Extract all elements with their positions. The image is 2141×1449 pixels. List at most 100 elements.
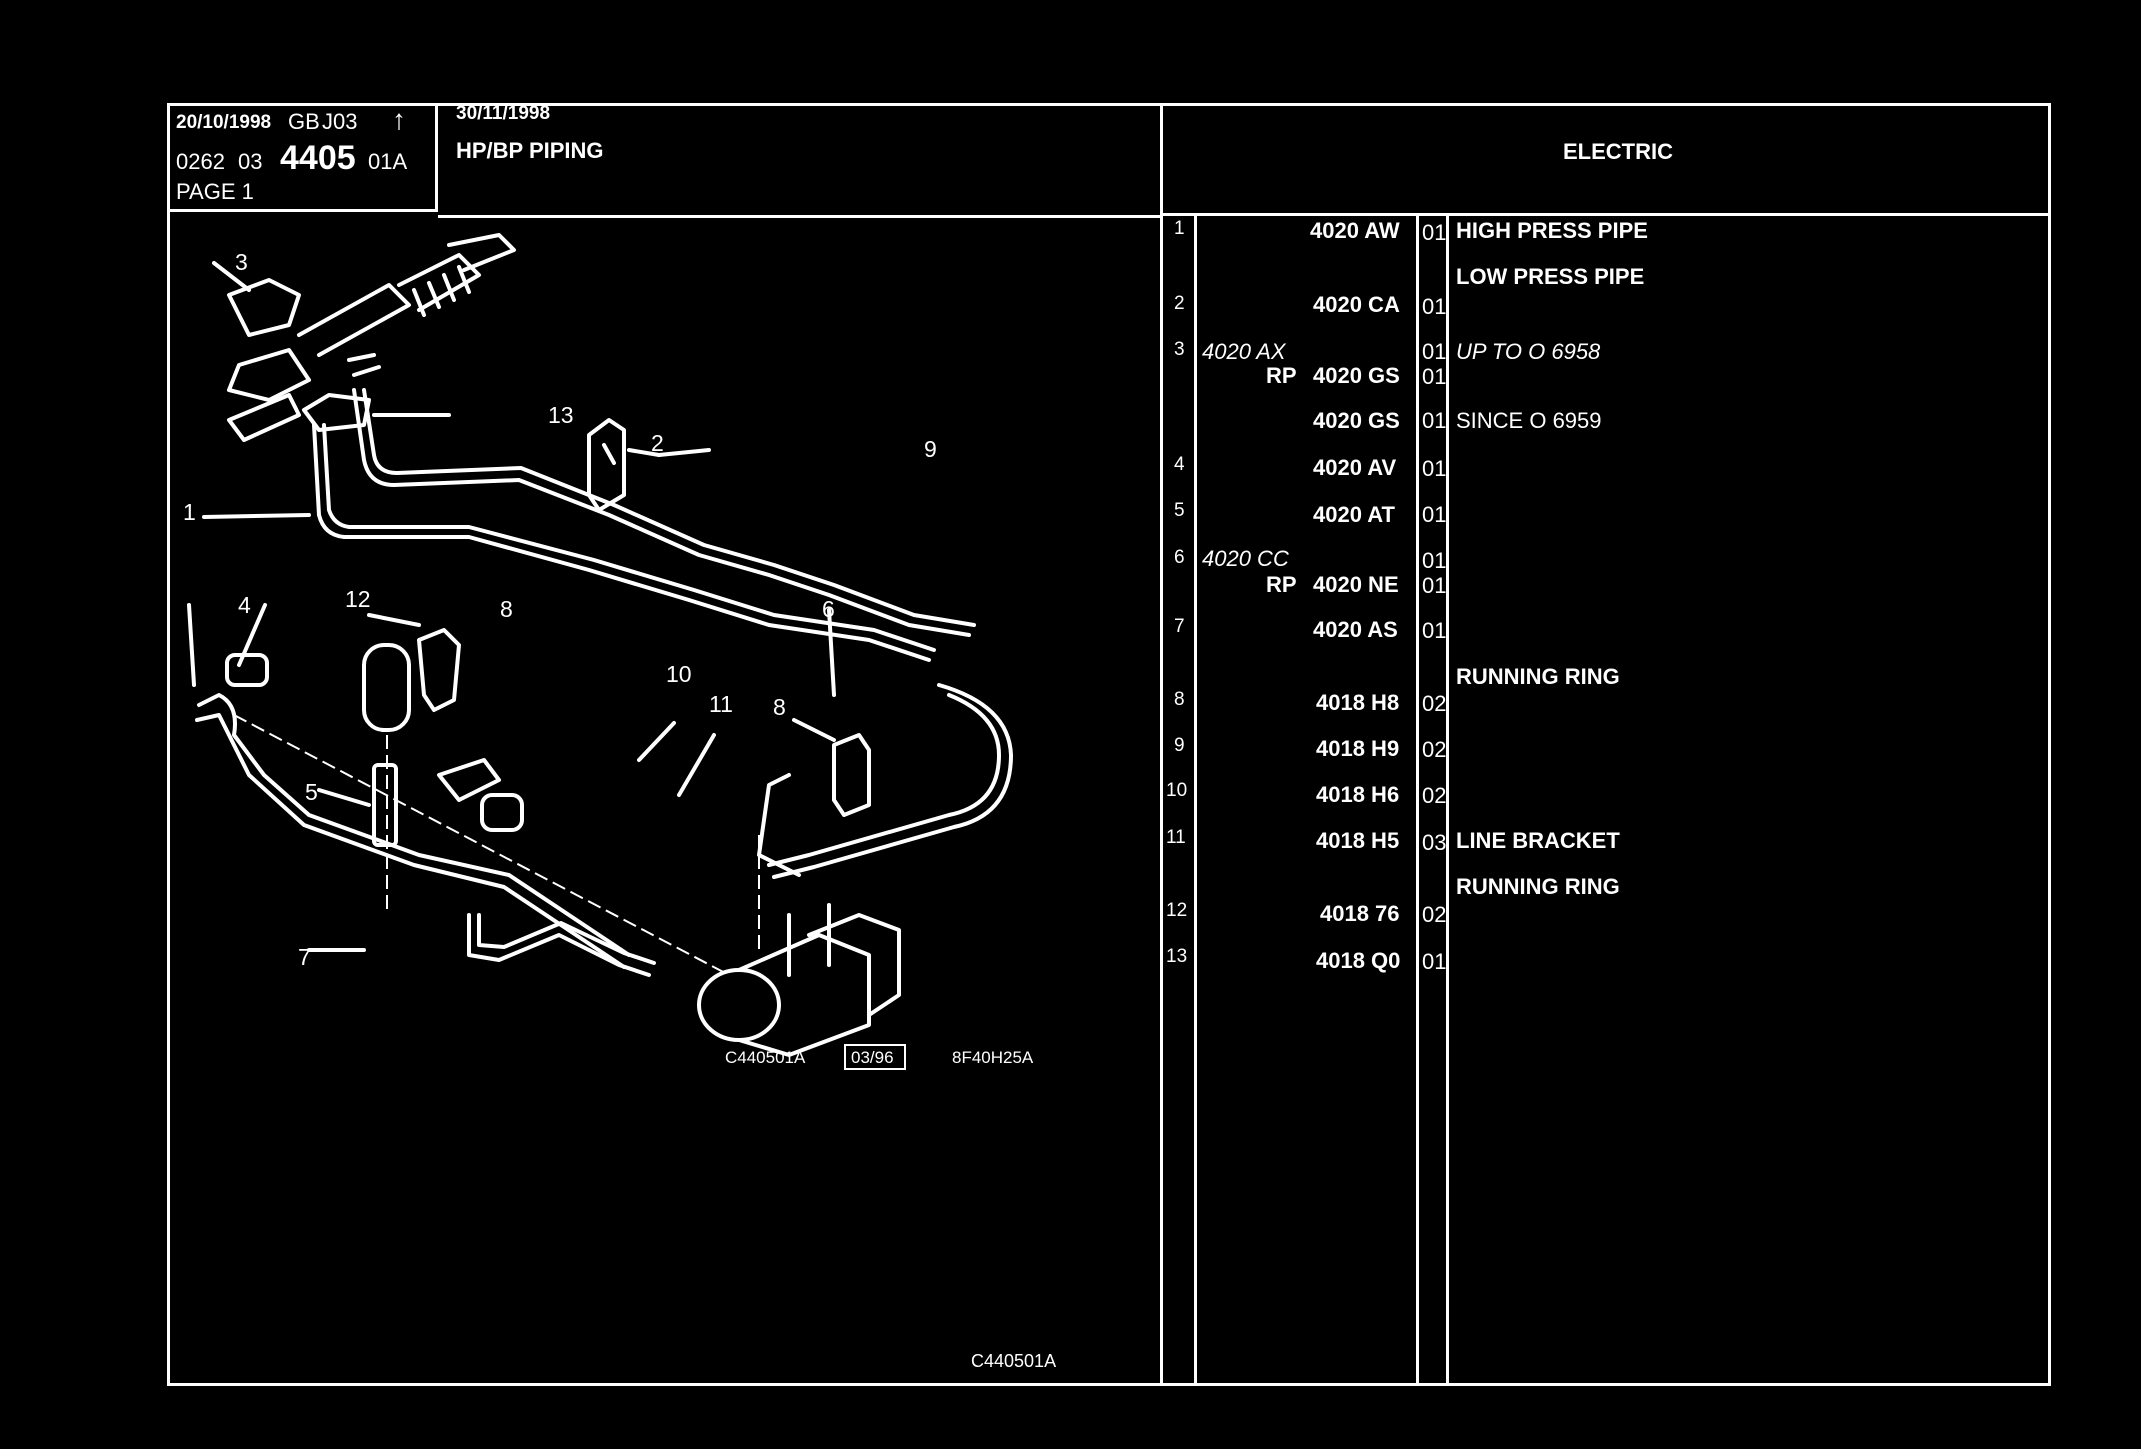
divider-col-number — [1194, 214, 1197, 1386]
date-issued: 20/10/1998 — [176, 112, 272, 133]
part-qty: 01 — [1422, 618, 1447, 643]
ref-prefix: 0262 — [176, 149, 225, 174]
divider-col-ref — [1416, 214, 1419, 1386]
part-number: 2 — [1174, 293, 1185, 314]
part-desc: RUNNING RING — [1456, 664, 1620, 689]
callout-9: 9 — [924, 436, 937, 462]
part-desc: HIGH PRESS PIPE — [1456, 218, 1648, 243]
part-number: 11 — [1166, 827, 1186, 848]
pipe-7-drawing — [467, 913, 651, 977]
part-ref: 4018 Q0 — [1316, 948, 1401, 973]
part-ref: 4020 AV — [1313, 455, 1397, 480]
part-desc: SINCE O 6959 — [1456, 408, 1602, 433]
diagram-footer-code: C440501A — [971, 1351, 1056, 1371]
callout-5: 5 — [305, 779, 318, 805]
ring-11-drawing — [480, 793, 524, 832]
part-ref: 4020 AT — [1313, 502, 1395, 527]
diagram-caption-ref: 8F40H25A — [952, 1048, 1034, 1067]
diagram-caption-code: C440501A — [725, 1048, 806, 1067]
ref-suffix: 01A — [368, 149, 408, 174]
bracket-13-drawing — [302, 393, 371, 432]
part-alt-ref: 4020 AX — [1202, 339, 1286, 364]
part-ref: 4018 76 — [1320, 901, 1400, 926]
clip-8b-drawing — [832, 733, 871, 817]
divider-col-qty — [1446, 214, 1449, 1386]
part-ref: 4020 GS — [1313, 408, 1400, 433]
part-qty: 01 — [1422, 408, 1447, 433]
part-qty: 01 — [1422, 364, 1447, 389]
part-ref: 4020 AW — [1310, 218, 1400, 243]
part-number: 9 — [1174, 735, 1185, 756]
callout-13: 13 — [548, 402, 574, 428]
callout-7: 7 — [298, 944, 311, 970]
part-qty: 03 — [1422, 830, 1447, 855]
part-ref: 4018 H5 — [1316, 828, 1400, 853]
part-qty: 01 — [1422, 339, 1447, 364]
part-ref: 4018 H9 — [1316, 736, 1400, 761]
part-qty: 01 — [1422, 502, 1447, 527]
filter-5-drawing — [362, 643, 411, 732]
callout-6: 6 — [822, 596, 835, 622]
callout-3: 3 — [235, 249, 248, 275]
part-qty: 01 — [1422, 220, 1447, 245]
part-ref: 4018 H8 — [1316, 690, 1400, 715]
part-ref: 4020 CA — [1313, 292, 1400, 317]
valve-assembly-drawing — [227, 233, 516, 442]
pipe-4-drawing — [197, 693, 631, 957]
callout-8: 8 — [500, 596, 513, 622]
part-alt-ref: RP — [1266, 572, 1297, 597]
callout-12: 12 — [345, 586, 371, 612]
callout-4: 4 — [238, 592, 251, 618]
part-alt-ref: RP — [1266, 363, 1297, 388]
callout-1: 1 — [183, 499, 196, 525]
part-number: 4 — [1174, 454, 1185, 475]
part-qty: 02 — [1422, 737, 1447, 762]
sheet-code: J03 — [322, 109, 358, 134]
part-ref: 4020 GS — [1313, 363, 1400, 388]
pipe-6-drawing — [767, 693, 1001, 867]
part-number: 12 — [1166, 900, 1188, 921]
exploded-parts-diagram: 1 2 3 4 5 6 7 8 8 9 10 11 12 13 C440501A… — [183, 233, 1056, 1371]
part-qty: 01 — [1422, 949, 1447, 974]
diagram-caption-date: 03/96 — [851, 1048, 894, 1067]
part-ref: 4020 NE — [1313, 572, 1399, 597]
part-desc: UP TO O 6958 — [1456, 339, 1601, 364]
part-number: 5 — [1174, 500, 1185, 521]
callout-10: 10 — [666, 661, 692, 687]
part-qty: 01 — [1422, 294, 1447, 319]
parts-sheet: 20/10/1998 GB J03 ↑ 0262 03 4405 01A PAG… — [167, 103, 2051, 1386]
page-title: HP/BP PIPING — [456, 138, 604, 163]
callout-2: 2 — [651, 430, 664, 456]
part-qty: 02 — [1422, 691, 1447, 716]
ref-mid: 03 — [238, 149, 263, 174]
part-desc: RUNNING RING — [1456, 874, 1620, 899]
ref-main: 4405 — [280, 139, 356, 177]
reference-block: 20/10/1998 GB J03 ↑ 0262 03 4405 01A PAG… — [170, 104, 438, 212]
divider-diagram-table — [1160, 214, 1163, 1386]
part-desc: LOW PRESS PIPE — [1456, 264, 1645, 289]
part-qty: 02 — [1422, 902, 1447, 927]
part-ref: 4018 H6 — [1316, 782, 1400, 807]
callout-11: 11 — [709, 691, 733, 717]
title-block: 30/11/1998 HP/BP PIPING — [438, 103, 1163, 218]
page-number: PAGE 1 — [176, 179, 254, 204]
part-qty: 01 — [1422, 573, 1447, 598]
pipe-2-drawing — [352, 388, 971, 637]
compressor-drawing — [697, 903, 901, 1057]
clip-8-drawing — [417, 628, 461, 712]
clip-10-drawing — [437, 758, 501, 802]
date-revised: 30/11/1998 — [456, 103, 551, 124]
part-alt-ref: 4020 CC — [1202, 546, 1289, 571]
part-qty: 01 — [1422, 456, 1447, 481]
section-title: ELECTRIC — [1563, 139, 1673, 164]
section-block: ELECTRIC — [1163, 106, 2048, 216]
part-number: 6 — [1174, 547, 1185, 568]
part-qty: 01 — [1422, 548, 1447, 573]
part-number: 8 — [1174, 689, 1185, 710]
part-number: 10 — [1166, 780, 1188, 801]
language-code: GB — [288, 109, 320, 134]
part-number: 7 — [1174, 616, 1185, 637]
up-arrow-icon: ↑ — [392, 104, 406, 135]
part-number: 13 — [1166, 946, 1188, 967]
